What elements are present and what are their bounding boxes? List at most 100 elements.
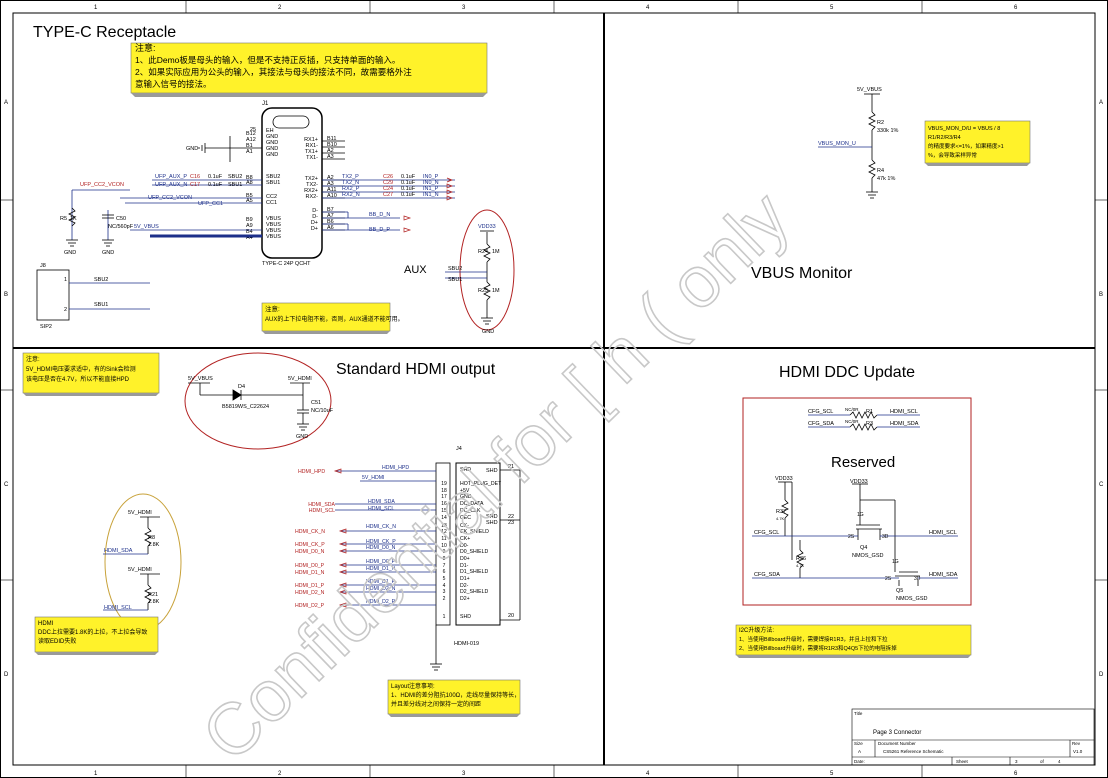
j4-pin-name-10: D0- — [460, 543, 469, 549]
ufp-cc2-label: UFP_CC2_VCON — [80, 182, 124, 188]
tb-title-label: Title — [854, 711, 863, 716]
ddc-hdmi-sda: HDMI_SDA — [929, 572, 958, 578]
note-typec-line1: 1、此Demo板是母头的输入，但是不支持正反插，只支持单面的输入。 — [135, 55, 400, 65]
j4-value: HDMI-019 — [454, 641, 479, 647]
level-shifter — [778, 481, 920, 586]
j1-left-name-11: VBUS — [266, 228, 281, 234]
j1-right-name-3: TX1- — [306, 155, 318, 161]
r5-gnd: GND — [64, 250, 76, 256]
j1-left-pin-B4: B4 — [246, 229, 253, 235]
note-layout-line1: 1、HDMI的差分阻抗100Ω，走线尽量保持等长， — [391, 691, 520, 699]
q5-pin-2s: 2S — [885, 576, 892, 582]
j1-right-pin-2: A2 — [327, 148, 334, 154]
j1-right-pin-1: B10 — [327, 142, 337, 148]
j4-net-label-11: HDMI_D2_P — [366, 599, 396, 605]
note-i2c-head: I2C升级方法: — [739, 626, 774, 634]
j4-offpage-arrow-6 — [338, 548, 347, 554]
capacitor-c50 — [102, 214, 114, 247]
col-label-top-1: 1 — [94, 5, 98, 11]
vdd33-right: VDD33 — [850, 479, 868, 485]
j4-pin-num-15: 4 — [443, 583, 446, 589]
note-aux-head: 注意: — [265, 304, 280, 313]
rx2p-net: RX2_P — [342, 186, 360, 192]
j1-right-name-5: TX2- — [306, 182, 318, 188]
ddc-5v-bottom: 5V_HDMI — [128, 567, 152, 573]
hdmi-power-circuit — [188, 382, 310, 431]
j1-left-name-0: EH — [266, 128, 274, 134]
ufp-aux-p: UFP_AUX_P — [155, 174, 187, 180]
j1-right-pin-7: A10 — [327, 193, 337, 199]
aux-highlight — [459, 209, 515, 331]
j8-net-sbu2: SBU2 — [94, 277, 108, 283]
c27-value: 0.1uF — [401, 192, 416, 198]
j4-side-net-8: HDMI_D1_N — [295, 570, 325, 576]
j1-right-pin-5: A3 — [327, 181, 334, 187]
j4-offpage-arrow-7 — [338, 562, 347, 568]
tx2p-net: TX2_P — [342, 174, 359, 180]
j4-pin-num-8: 11 — [441, 536, 446, 542]
note-vbus-line2: R1/R2/R3/R4 — [928, 135, 961, 141]
j4-net-label-3: HDMI_SCL — [368, 506, 394, 512]
j4-pin-num-7: 12 — [441, 529, 447, 535]
j4-pin-name-12: D0+ — [460, 556, 470, 562]
j4-net-label-10: HDMI_D2_N — [366, 586, 396, 592]
c17-label: C17 — [190, 182, 200, 188]
j4-offpage-arrow-4 — [338, 528, 347, 534]
hdmi-power-highlight — [184, 352, 332, 450]
vbus-net-top: 5V_VBUS — [857, 87, 882, 93]
tb-total: 4 — [1058, 759, 1061, 764]
j1-left-name-12: VBUS — [266, 234, 281, 240]
ddc-hdmi-scl-top: HDMI_SCL — [890, 409, 918, 415]
note-typec-head: 注意: — [135, 42, 156, 53]
j4-net-label-4: HDMI_CK_N — [366, 524, 396, 530]
j1-left-name-8: CC1 — [266, 200, 277, 206]
connector-j8 — [36, 269, 150, 321]
j4-side-net-0: HDMI_HPD — [298, 469, 325, 475]
in1n-net: IN1_N — [423, 192, 439, 198]
j4-net-label-0: HDMI_HPD — [382, 465, 409, 471]
j4-offpage-arrow-9 — [338, 582, 347, 588]
tb-size-label: Size — [854, 741, 863, 746]
q4-pin-1g: 1G — [857, 512, 864, 518]
c26-value: 0.1uF — [401, 174, 416, 180]
row-label-right-a: A — [1099, 100, 1103, 106]
j1-right-name-4: TX2+ — [305, 176, 318, 182]
j4-pin-num-3: 16 — [441, 501, 447, 507]
c27-label: C27 — [383, 192, 393, 198]
j4-ref: J4 — [456, 446, 462, 452]
j1-left-pin-A8: A8 — [246, 180, 253, 186]
c29-value: 0.1uF — [401, 180, 416, 186]
tb-docnum-label: Document Number — [878, 741, 916, 746]
q5-ref: Q5 — [896, 588, 903, 594]
j4-pin-num-12: 7 — [443, 563, 446, 569]
level-shifter-wires — [752, 535, 958, 579]
ddc-hdmi-scl: HDMI_SCL — [929, 530, 957, 536]
j4-side-net-2: HDMI_SDA — [308, 502, 335, 508]
tb-rev-label: Rev — [1072, 741, 1081, 746]
j1-left-pin-A12: A12 — [246, 137, 256, 143]
j4-pin-num-2: 17 — [441, 494, 447, 500]
j4-pin-name-4: DC_DATA — [460, 501, 484, 507]
note-vbus-line3: 的精度要求<=1%，如果精度>1 — [928, 142, 1004, 150]
j4-side-net-9: HDMI_D1_P — [295, 583, 325, 589]
r4-value: 47k 1% — [877, 176, 895, 182]
note-i2c: I2C升级方法: 1、当使用Billboard升级时，需要焊接R1R3，并且上拉… — [735, 624, 972, 658]
j4-pin-num-10: 9 — [443, 549, 446, 555]
j4-pin-num-9: 10 — [441, 543, 447, 549]
j1-left-name-2: GND — [266, 140, 278, 146]
col-label-bottom-1: 1 — [94, 771, 98, 777]
j4-pin-num-14: 5 — [443, 576, 446, 582]
j4-pin-num-13: 6 — [443, 569, 446, 575]
tb-of: of — [1040, 759, 1045, 764]
j4-pin-21: 21 — [508, 464, 514, 470]
vbus-divider — [864, 93, 880, 199]
j1-right-name-7: RX2- — [305, 194, 318, 200]
bbdn-net: BB_D_N — [369, 212, 390, 218]
note-aux-line1: AUX的上下拉电阻不能，否则，AUX通道不能可用。 — [265, 315, 404, 323]
ddc-update-top-wires — [808, 414, 920, 428]
j4-side-net-4: HDMI_CK_N — [295, 529, 325, 535]
j1-left-pin-A5: A5 — [246, 198, 253, 204]
r1-value: NC/0R — [845, 407, 859, 412]
